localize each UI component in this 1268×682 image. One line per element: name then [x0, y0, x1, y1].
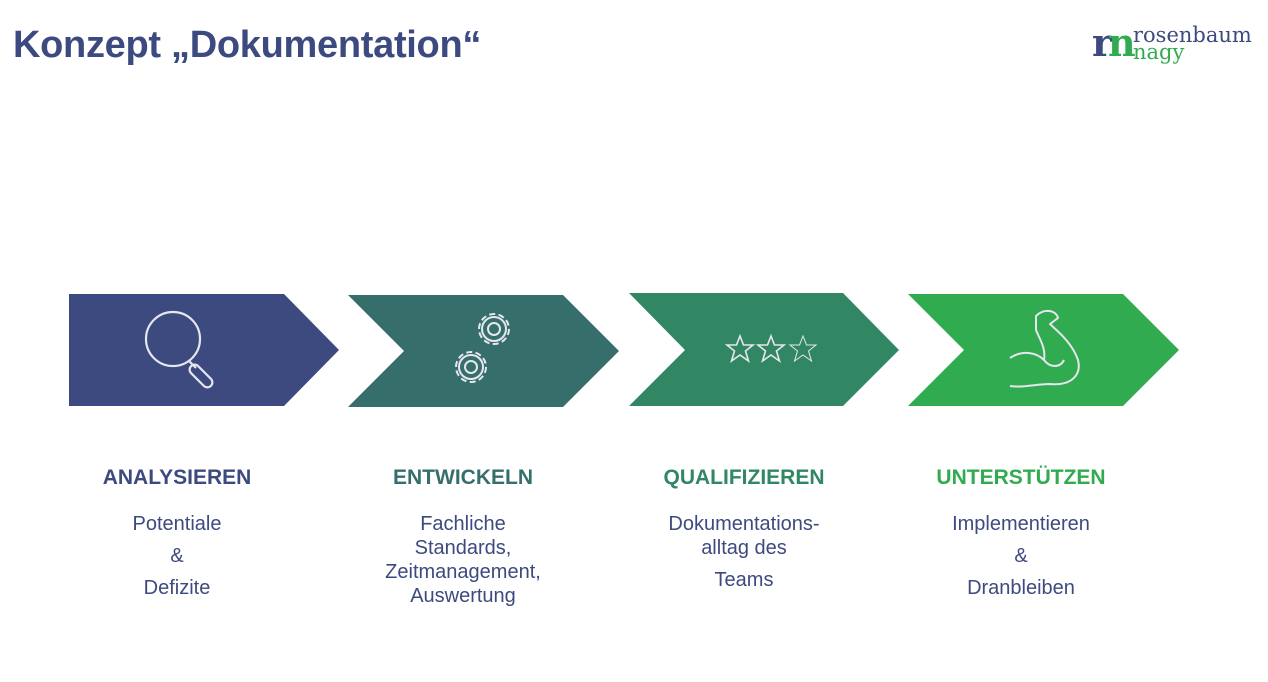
step-heading: UNTERSTÜTZEN	[936, 466, 1106, 489]
desc-line: Defizite	[143, 577, 211, 599]
desc-line: Fachliche	[420, 513, 506, 535]
desc-line: Standards,	[414, 537, 512, 559]
logo-text-line2: nagy	[1133, 40, 1185, 64]
logo-mark: rn	[1092, 20, 1136, 65]
desc-line: Auswertung	[410, 585, 516, 607]
step-analysieren: ANALYSIEREN Potentiale & Defizite	[47, 466, 307, 608]
step-qualifizieren: QUALIFIZIEREN Dokumentations- alltag des…	[614, 466, 874, 592]
step-description: Fachliche Standards, Zeitmanagement, Aus…	[333, 512, 593, 608]
desc-line: Dokumentations-	[668, 513, 820, 535]
step-heading: QUALIFIZIEREN	[663, 466, 825, 489]
desc-line: Teams	[714, 569, 774, 591]
desc-line: &	[1014, 545, 1028, 567]
step-entwickeln: ENTWICKELN Fachliche Standards, Zeitmana…	[333, 466, 593, 608]
chevron-entwickeln	[348, 295, 619, 407]
company-logo: rn rosenbaum nagy	[1092, 24, 1262, 68]
step-heading: ENTWICKELN	[393, 466, 533, 489]
step-description: Potentiale & Defizite	[47, 512, 307, 600]
step-unterstuetzen: UNTERSTÜTZEN Implementieren & Dranbleibe…	[891, 466, 1151, 608]
logo-text-line1: rosenbaum	[1133, 23, 1252, 47]
stars-icon	[724, 333, 818, 363]
step-heading: ANALYSIEREN	[102, 466, 252, 489]
desc-line: Implementieren	[952, 513, 1090, 535]
step-description: Dokumentations- alltag des Teams	[614, 512, 874, 592]
magnifier-icon	[144, 310, 214, 389]
desc-line: alltag des	[701, 537, 787, 559]
desc-line: &	[170, 545, 184, 567]
desc-line: Potentiale	[132, 513, 222, 535]
desc-line: Dranbleiben	[967, 577, 1075, 599]
gears-icon	[455, 313, 510, 383]
page-title: Konzept „Dokumentation“	[13, 24, 482, 66]
chevron-analysieren	[69, 294, 339, 406]
step-description: Implementieren & Dranbleiben	[891, 512, 1151, 600]
desc-line: Zeitmanagement,	[385, 561, 541, 583]
flexed-arm-icon	[1009, 310, 1080, 388]
